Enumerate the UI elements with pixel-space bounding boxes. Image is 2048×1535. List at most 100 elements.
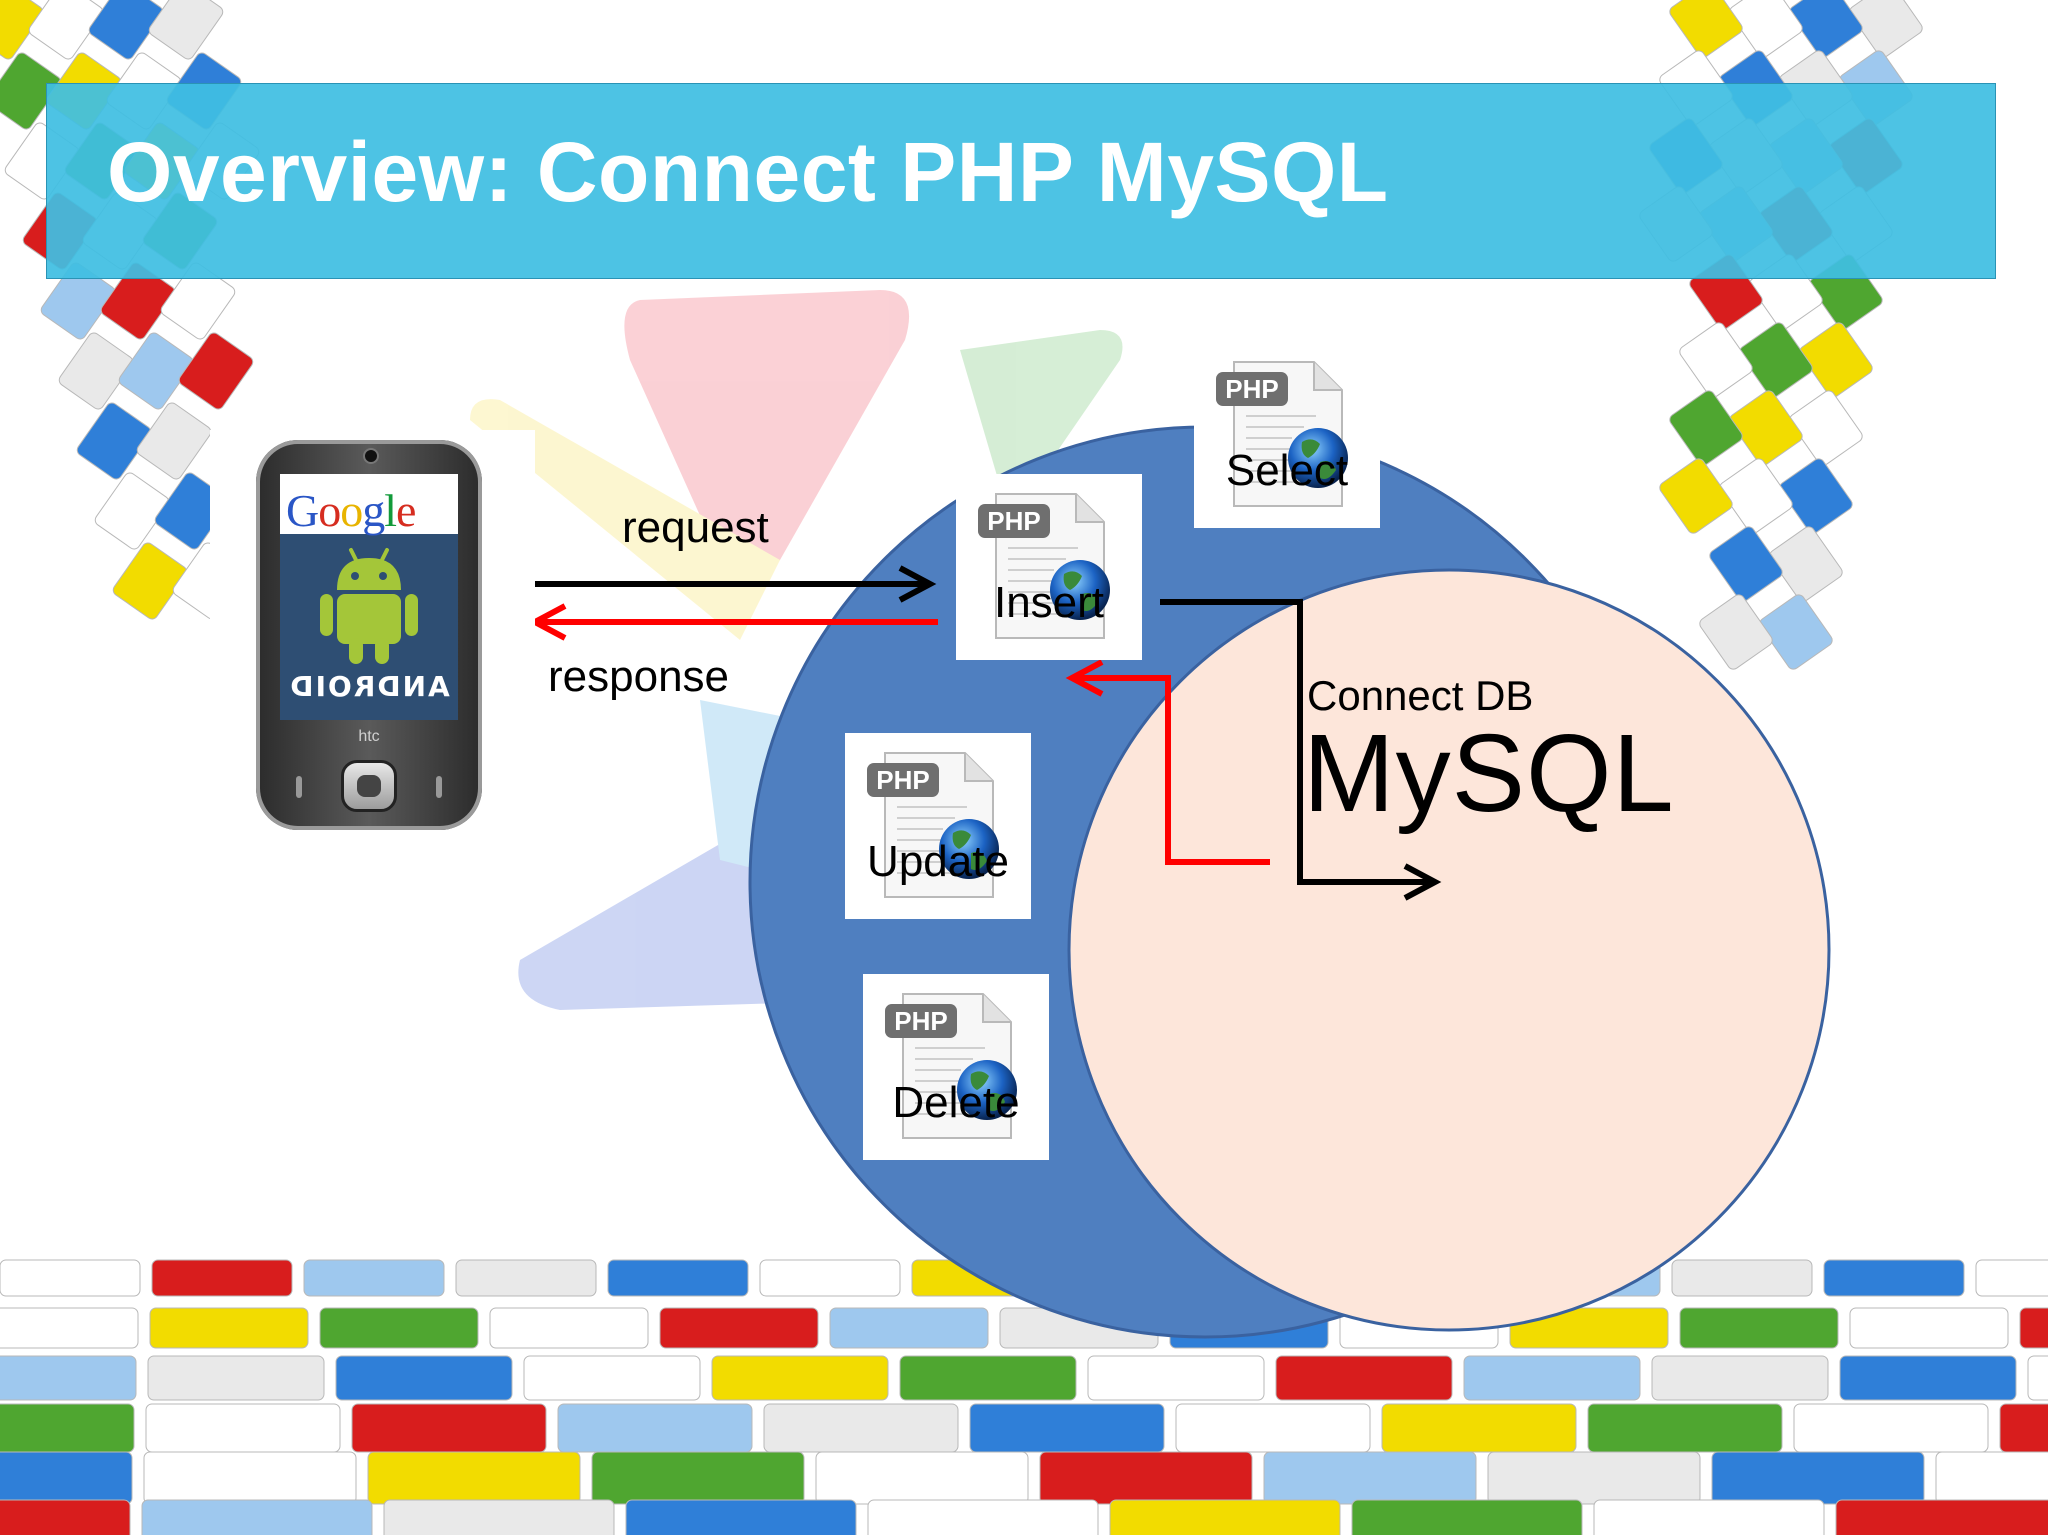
decorative-tile [0,52,62,130]
decorative-tile [2027,1355,2048,1401]
decorative-tile [1087,1355,1265,1401]
decorative-tile [1769,526,1843,602]
decorative-tile [1463,1355,1641,1401]
decorative-tile [58,332,134,410]
decorative-tile [1381,1403,1577,1453]
decorative-tile [867,1499,1099,1535]
decorative-tile [711,1355,889,1401]
decorative-tile [1669,0,1743,58]
decorative-tile [141,1499,373,1535]
android-robot-icon [320,548,418,664]
decorative-tile [1789,0,1863,58]
decorative-tile [1823,1259,1965,1297]
decorative-tile [2019,1307,2048,1349]
decorative-tile [28,0,104,60]
php-file-icon: PHP [867,752,999,898]
mysql-label: MySQL [1303,712,1675,835]
decorative-tile [0,1499,131,1535]
decorative-tile [489,1307,649,1349]
request-label: request [622,503,769,552]
decorative-tile [1799,322,1873,398]
decorative-tile [625,1499,857,1535]
decorative-tile [148,0,224,60]
decorative-tile [1669,390,1743,466]
decorative-tile [76,402,152,480]
decorative-tile [607,1259,749,1297]
decorative-tile [1671,1259,1813,1297]
decorative-tile [1779,458,1853,534]
decorative-tile [1351,1499,1583,1535]
decorative-tile [1679,322,1753,398]
decorative-tile [1849,0,1923,58]
php-badge-text: PHP [987,506,1040,536]
decorative-tile [829,1307,989,1349]
decorative-tile [523,1355,701,1401]
decorative-tile [118,332,194,410]
decorative-tile [1679,1307,1839,1349]
decorative-tile [1275,1355,1453,1401]
decorative-tile [1709,526,1783,602]
php-card-label: Select [1225,446,1349,495]
decorative-tile [0,1307,139,1349]
php-card-label: Delete [892,1078,1020,1127]
decorative-tile [899,1355,1077,1401]
decorative-tile [1739,322,1813,398]
decorative-tile [178,332,254,410]
php-card-label: Insert [993,578,1105,627]
decorative-tile [1719,458,1793,534]
decorative-tile [147,1355,325,1401]
decorative-tile [1699,594,1773,670]
android-phone-image: Google ANDROID htc [210,430,535,840]
response-label: response [548,652,730,701]
decorative-tile [455,1259,597,1297]
decorative-tile [94,472,170,550]
google-band: Google [280,474,458,536]
php-card-label: Update [867,837,1009,886]
decorative-tile [1789,390,1863,466]
php-card-update: PHP Update [845,733,1031,919]
php-badge-text: PHP [894,1006,947,1036]
phone-screen: Google ANDROID [280,474,458,720]
left-phone-key [296,776,302,798]
decorative-tile [1651,1355,1829,1401]
decorative-tile [88,0,164,60]
db-result-arrowhead [1065,659,1104,697]
response-arrowhead [528,603,567,641]
decorative-tile [1593,1499,1825,1535]
decorative-tile [759,1259,901,1297]
decorative-tile [1659,458,1733,534]
connect-db-label: Connect DB [1307,672,1534,719]
title-bar: Overview: Connect PHP MySQL [46,83,1996,279]
htc-logo: htc [358,728,380,745]
decorative-tile [303,1259,445,1297]
php-badge-text: PHP [876,765,929,795]
decorative-tile [1109,1499,1341,1535]
php-file-icon: PHP [1216,361,1348,507]
decorative-tile [1999,1403,2048,1453]
decorative-tile [383,1499,615,1535]
phone-camera [363,448,379,464]
php-file-icon: PHP [978,493,1110,639]
connect-db-arrow-line [1160,599,1430,885]
android-wordmark: ANDROID [288,670,450,703]
slide-title: Overview: Connect PHP MySQL [107,125,1389,219]
decorative-tile [0,0,44,60]
decorative-tile [112,542,188,620]
php-card-insert: PHP Insert [956,474,1142,660]
request-arrowhead [898,565,937,603]
decorative-tile [1729,390,1803,466]
decorative-tile [1849,1307,2009,1349]
decorative-tile [1835,1499,2048,1535]
decorative-tile [151,1259,293,1297]
decorative-tile [1975,1259,2048,1297]
decorative-tile [659,1307,819,1349]
phone-home-key [341,760,397,812]
php-card-select: PHP Select [1194,342,1380,528]
decorative-tile [0,1355,137,1401]
decorative-tile [1729,0,1803,58]
google-logo: Google [286,485,416,536]
right-phone-key [436,776,442,798]
decorative-tile [1759,594,1833,670]
decorative-tile [0,1259,141,1297]
